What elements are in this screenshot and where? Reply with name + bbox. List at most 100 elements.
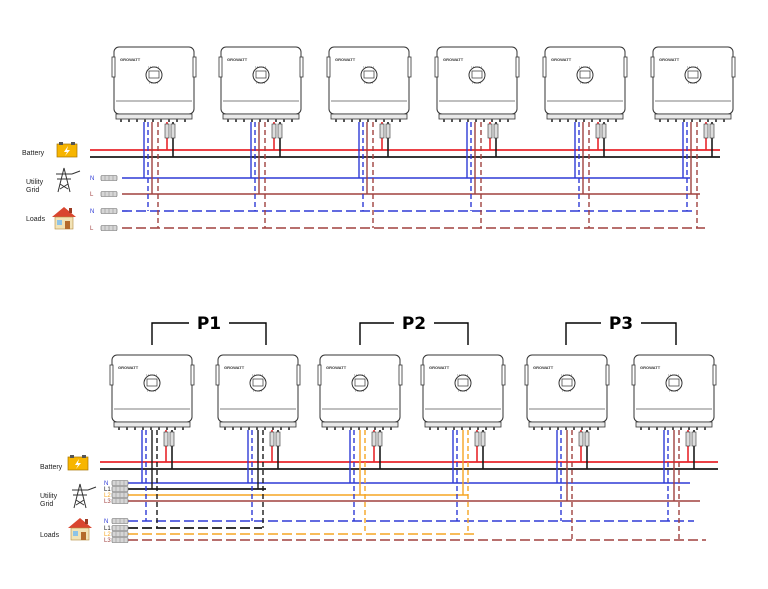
inverter-terminal-pin: [351, 119, 353, 122]
inverter-terminal-pin: [696, 427, 698, 430]
utility-grid-label: Grid: [40, 501, 53, 508]
battery-fuse: [271, 123, 277, 139]
group-label-p1: P1: [197, 314, 221, 334]
inverter-terminal-pin: [615, 119, 617, 122]
inverter-terminal-pin: [358, 427, 360, 430]
inverter-unit: GROWATT: [420, 354, 506, 430]
inverter-display-screen: [354, 378, 366, 387]
inverter-terminal-pin: [659, 119, 661, 122]
inverter-terminal-pin: [126, 427, 128, 430]
inverter-terminal-pin: [461, 427, 463, 430]
inverter-terminal-pin: [118, 427, 120, 430]
plug-connector: [100, 208, 118, 214]
inverter-side-tab: [218, 56, 223, 78]
inverter-terminal-pin: [723, 119, 725, 122]
inverter-terminal-strip: [528, 421, 606, 428]
inverter-terminal-pin: [288, 427, 290, 430]
inverter-side-tab: [542, 56, 547, 78]
inverter-display-screen: [687, 70, 699, 79]
inverter-brand-label: GROWATT: [227, 57, 248, 62]
loads-label: Loads: [40, 532, 60, 539]
inverter-display-screen: [146, 378, 158, 387]
inverter-side-tab: [215, 364, 220, 386]
inverter-terminal-pin: [640, 427, 642, 430]
inverter-terminal-pin: [597, 427, 599, 430]
plug-connector: [111, 518, 129, 524]
inverter-terminal-pin: [391, 119, 393, 122]
inverter-terminal-pin: [275, 119, 277, 122]
battery-fuse: [170, 123, 176, 139]
inverter-side-tab: [326, 56, 331, 78]
inverter-terminal-strip: [438, 113, 516, 120]
inverter-side-tab: [192, 56, 197, 78]
inverter-terminal-pin: [549, 427, 551, 430]
inverter-terminal-pin: [280, 427, 282, 430]
inverter-unit: GROWATT: [631, 354, 717, 430]
inverter-terminal-pin: [485, 427, 487, 430]
inverter-brand-label: GROWATT: [224, 365, 245, 370]
battery-fuse: [703, 123, 709, 139]
inverter-terminal-pin: [453, 427, 455, 430]
load-l-tag: L: [90, 226, 94, 232]
inverter-terminal-pin: [256, 427, 258, 430]
inverter-side-tab: [190, 364, 195, 386]
grid-tag-l2: L2: [104, 493, 111, 499]
inverter-terminal-pin: [134, 427, 136, 430]
group-bracket: [565, 322, 601, 345]
group-label-p2: P2: [402, 314, 426, 334]
inverter-display-screen: [471, 70, 483, 79]
plug-connector: [111, 498, 129, 504]
inverter-side-tab: [631, 364, 636, 386]
load-tag-l3: L3: [104, 538, 111, 544]
inverter-terminal-pin: [232, 427, 234, 430]
inverter-display-screen: [363, 70, 375, 79]
plug-connector: [111, 531, 129, 537]
inverter-unit: GROWATT: [434, 46, 520, 122]
inverter-terminal-pin: [184, 119, 186, 122]
house-icon: [52, 207, 76, 230]
inverter-display-screen: [148, 70, 160, 79]
inverter-terminal-pin: [715, 119, 717, 122]
battery-label: Battery: [22, 150, 45, 157]
inverter-terminal-pin: [375, 119, 377, 122]
inverter-terminal-pin: [581, 427, 583, 430]
inverter-terminal-pin: [291, 119, 293, 122]
inverter-terminal-pin: [248, 427, 250, 430]
inverter-terminal-pin: [160, 119, 162, 122]
inverter-terminal-pin: [683, 119, 685, 122]
plug-connector: [111, 537, 129, 543]
battery-icon: [56, 142, 78, 158]
inverter-brand-label: GROWATT: [429, 365, 450, 370]
inverter-terminal-pin: [144, 119, 146, 122]
inverter-terminal-strip: [219, 421, 297, 428]
battery-icon: [67, 455, 89, 471]
inverter-terminal-pin: [575, 119, 577, 122]
inverter-display-screen: [255, 70, 267, 79]
inverter-terminal-pin: [507, 119, 509, 122]
plug-connector: [111, 492, 129, 498]
inverter-side-tab: [407, 56, 412, 78]
inverter-terminal-pin: [240, 427, 242, 430]
inverter-terminal-pin: [128, 119, 130, 122]
inverter-terminal-pin: [675, 119, 677, 122]
house-icon: [68, 518, 92, 541]
inverter-terminal-strip: [222, 113, 300, 120]
inverter-unit: GROWATT: [317, 354, 403, 430]
loads-label: Loads: [26, 216, 46, 223]
inverter-side-tab: [524, 364, 529, 386]
battery-fuse: [595, 123, 601, 139]
inverter-terminal-pin: [383, 119, 385, 122]
inverter-unit: GROWATT: [218, 46, 304, 122]
inverter-terminal-pin: [251, 119, 253, 122]
inverter-terminal-pin: [176, 119, 178, 122]
inverter-terminal-pin: [493, 427, 495, 430]
inverter-terminal-pin: [475, 119, 477, 122]
utility-tower-icon: [72, 483, 97, 509]
load-tag-l2: L2: [104, 532, 111, 538]
inverter-terminal-pin: [667, 119, 669, 122]
inverter-terminal-pin: [680, 427, 682, 430]
inverter-terminal-pin: [607, 119, 609, 122]
load-n-tag: N: [90, 209, 94, 215]
battery-fuse: [169, 431, 175, 447]
